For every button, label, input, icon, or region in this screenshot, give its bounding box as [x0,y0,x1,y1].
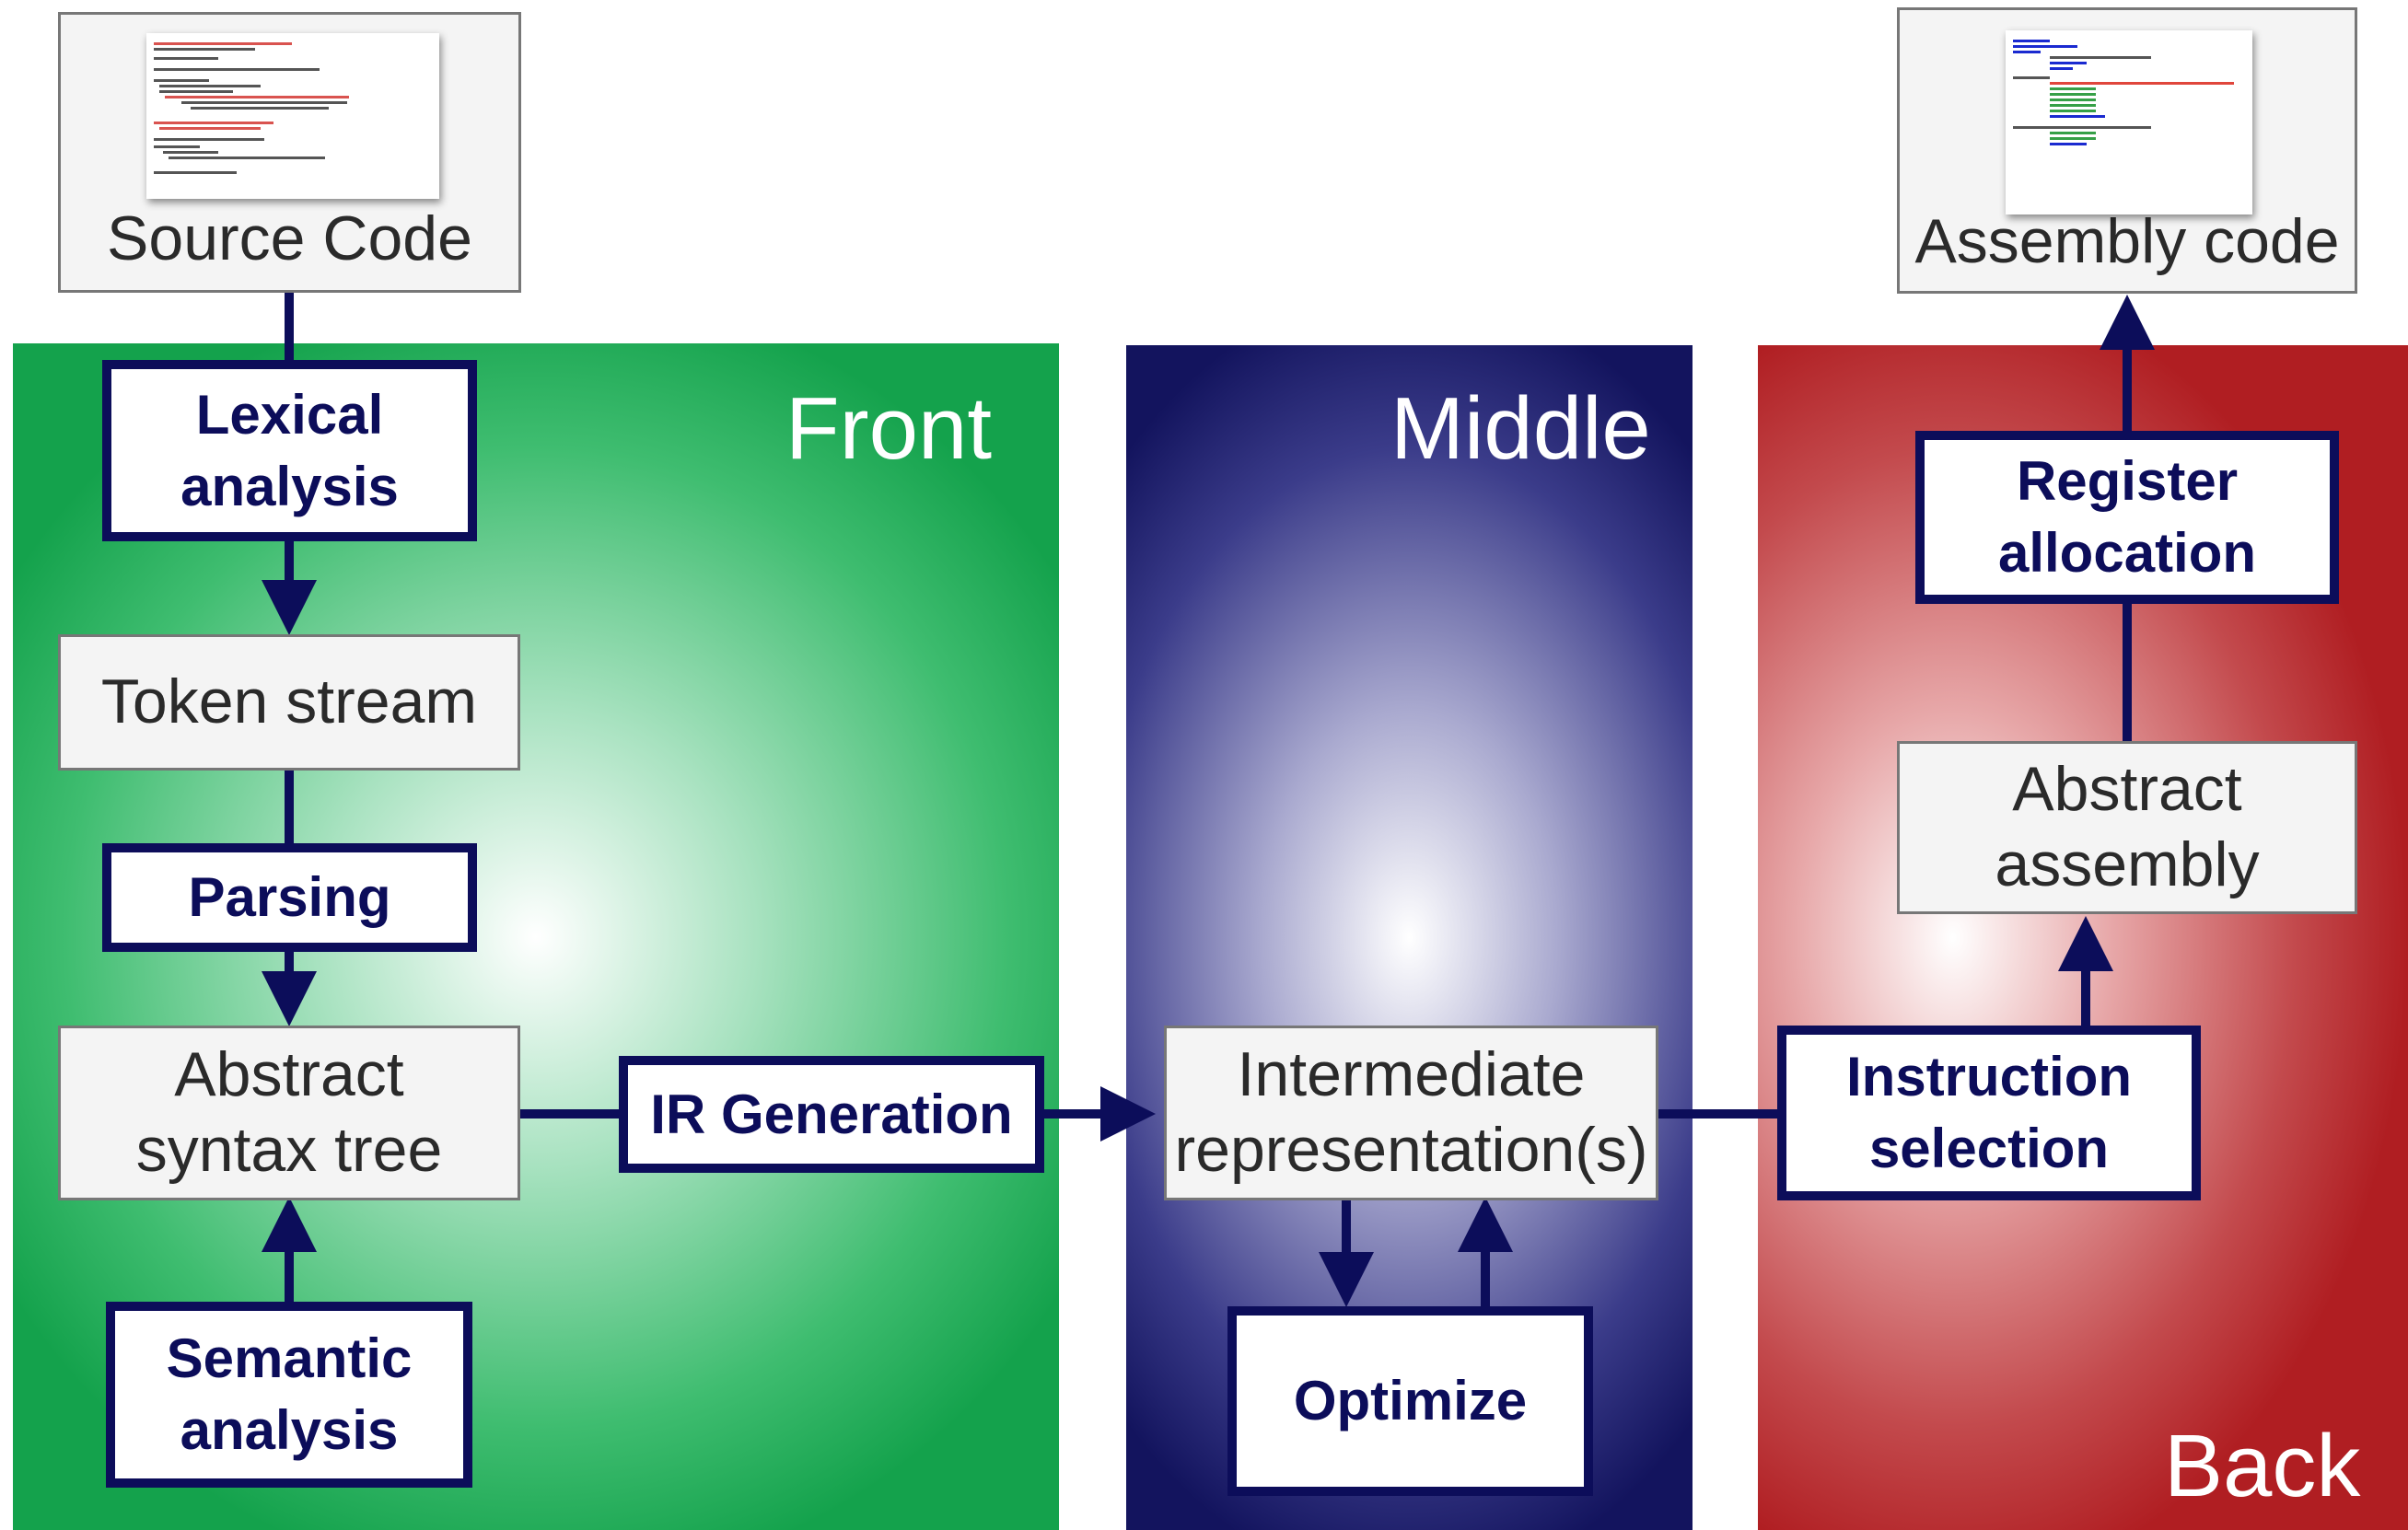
code-line [181,101,347,104]
lexical-analysis-line-2: analysis [180,455,399,517]
ast-line-2: syntax tree [135,1115,443,1185]
abstract-assembly-line-2: assembly [1995,829,2260,899]
optimize-step: Optimize [1227,1306,1593,1496]
code-line [165,96,349,99]
abstract-assembly-node: Abstract assembly [1897,741,2357,914]
source-code-label: Source Code [107,203,472,274]
code-line [2013,51,2041,53]
code-line [2050,82,2234,85]
instruction-selection-step: Instruction selection [1777,1026,2201,1200]
abstract-assembly-line-1: Abstract [2012,754,2242,825]
ir-line-2: representation(s) [1174,1115,1648,1185]
register-allocation-line-2: allocation [1997,522,2257,584]
code-line [2050,110,2096,112]
ast-line-1: Abstract [174,1039,404,1110]
code-line [2013,40,2050,42]
code-line [2050,62,2087,64]
code-line [159,127,261,130]
code-line [2050,132,2096,134]
code-line [169,156,325,159]
ir-generation-step: IR Generation [619,1056,1044,1173]
abstract-syntax-tree-node: Abstract syntax tree [58,1026,520,1200]
code-line [154,138,264,141]
code-line [2050,115,2105,118]
assembly-code-label: Assembly code [1914,206,2340,277]
code-line [154,68,320,71]
register-allocation-step: Register allocation [1915,431,2339,604]
code-line [163,151,218,154]
assembly-code-node: Assembly code [1897,7,2357,294]
code-line [2013,45,2077,48]
code-line [2050,56,2151,59]
back-panel-title: Back [2164,1417,2361,1515]
ir-generation-label: IR Generation [650,1083,1013,1145]
code-line [2050,87,2096,90]
code-line [159,85,261,87]
code-line [154,48,255,51]
code-line [2013,126,2151,129]
semantic-analysis-step: Semantic analysis [106,1302,472,1488]
code-line [154,145,200,148]
register-allocation-line-1: Register [2016,450,2239,512]
optimize-label: Optimize [1293,1370,1528,1431]
source-code-thumbnail [146,33,439,199]
code-line [2050,99,2096,101]
lexical-analysis-step: Lexical analysis [102,360,477,541]
lexical-analysis-line-1: Lexical [195,383,384,446]
intermediate-representation-node: Intermediate representation(s) [1164,1026,1658,1200]
code-line [154,79,209,82]
middle-panel-title: Middle [1390,379,1651,478]
code-line [2050,143,2087,145]
code-line [191,107,329,110]
front-panel-title: Front [785,379,993,478]
code-line [2050,67,2073,70]
parsing-label: Parsing [188,866,391,928]
instruction-selection-line-2: selection [1868,1118,2110,1179]
code-line [2050,104,2096,107]
code-line [154,57,218,60]
code-line [154,42,292,45]
code-line [2050,137,2096,140]
token-stream-node: Token stream [58,634,520,771]
code-line [154,171,237,174]
code-line [2013,76,2050,79]
source-code-node: Source Code [58,12,521,293]
parsing-step: Parsing [102,843,477,952]
code-line [159,90,233,93]
instruction-selection-line-1: Instruction [1846,1046,2132,1107]
ir-line-1: Intermediate [1237,1039,1586,1110]
semantic-analysis-line-1: Semantic [166,1327,413,1389]
assembly-code-thumbnail [2006,30,2252,214]
code-line [2050,93,2096,96]
code-line [154,122,273,124]
semantic-analysis-line-2: analysis [180,1399,399,1461]
token-stream-label: Token stream [100,666,478,737]
